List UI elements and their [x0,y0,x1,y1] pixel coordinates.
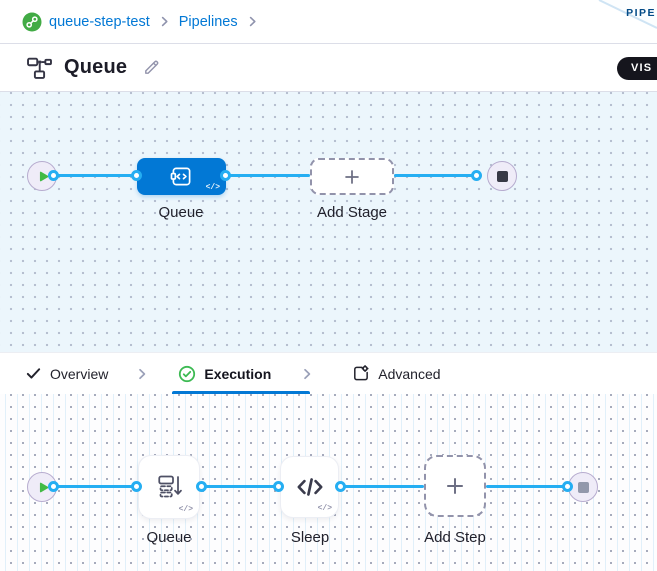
project-icon [22,12,42,32]
stop-icon [577,481,589,493]
add-step-button[interactable] [424,455,486,517]
add-step-label: Add Step [424,529,486,546]
visual-yaml-toggle[interactable]: VIS [617,57,657,80]
add-stage-button[interactable] [310,158,394,195]
step-node-sleep[interactable]: </> [280,456,339,518]
connector-edge [53,485,137,488]
pipeline-tabs: Overview Execution Advanced [0,352,657,394]
stage-node-label: Queue [158,204,204,221]
queue-step-icon [158,475,182,498]
tab-overview[interactable]: Overview [25,365,108,382]
tab-execution[interactable]: Execution [178,365,271,383]
connector-port [335,481,346,492]
yaml-code-badge: </> [178,505,193,514]
connector-port [196,481,207,492]
chevron-right-icon [134,366,150,382]
check-icon [26,368,41,379]
connector-port [220,170,231,181]
active-tab-underline [172,391,310,394]
breadcrumb-project-link[interactable]: queue-step-test [49,13,150,30]
connector-edge [394,174,477,177]
tab-execution-label: Execution [204,365,272,382]
pencil-icon [145,60,159,74]
yaml-code-badge: </> [205,183,220,192]
connector-port [273,481,284,492]
connector-edge [486,485,568,488]
corner-ribbon-edge [598,0,657,29]
breadcrumb-separator-icon [157,14,172,29]
step-node-queue[interactable]: </> [138,455,200,519]
plus-icon [345,169,359,184]
pipeline-end-node [487,161,517,191]
play-icon [39,171,48,181]
edit-pipeline-name-button[interactable] [142,58,161,77]
connector-edge [340,485,424,488]
tab-advanced-label: Advanced [378,365,441,382]
pipeline-flowchart-icon [26,54,53,81]
tab-advanced[interactable]: Advanced [351,364,441,383]
code-step-icon [296,478,323,496]
connector-port [48,170,59,181]
sleep-step-label: Sleep [290,529,330,546]
advanced-settings-icon [354,365,369,381]
breadcrumb-separator-icon [245,14,260,29]
plus-icon [446,477,464,495]
connector-port [562,481,573,492]
connector-port [48,481,59,492]
connector-edge [53,174,137,177]
stop-icon [496,170,508,182]
connector-port [471,170,482,181]
pipeline-title-bar: Queue VIS [0,44,657,92]
connector-edge [201,485,279,488]
chevron-right-icon [299,366,315,382]
connector-port [131,481,142,492]
add-stage-label: Add Stage [316,204,388,221]
check-circle-icon [179,365,196,382]
execution-canvas[interactable]: </> Queue </> Sleep Add Step [0,394,657,571]
yaml-code-badge: </> [317,504,332,513]
stage-canvas[interactable]: </> Queue Add Stage [0,92,657,352]
stage-node-queue[interactable]: </> [137,158,226,195]
breadcrumb-pipelines-link[interactable]: Pipelines [178,13,238,30]
ci-stage-icon [170,167,191,186]
play-icon [39,482,48,492]
breadcrumb: queue-step-test Pipelines PIPE [0,0,657,44]
pipeline-studio-ribbon-label: PIPE [626,7,656,19]
visual-toggle-label: VIS [631,62,653,74]
page-title: Queue [64,56,128,78]
tab-overview-label: Overview [50,365,109,382]
connector-port [131,170,142,181]
connector-edge [226,174,310,177]
queue-step-label: Queue [146,529,192,546]
